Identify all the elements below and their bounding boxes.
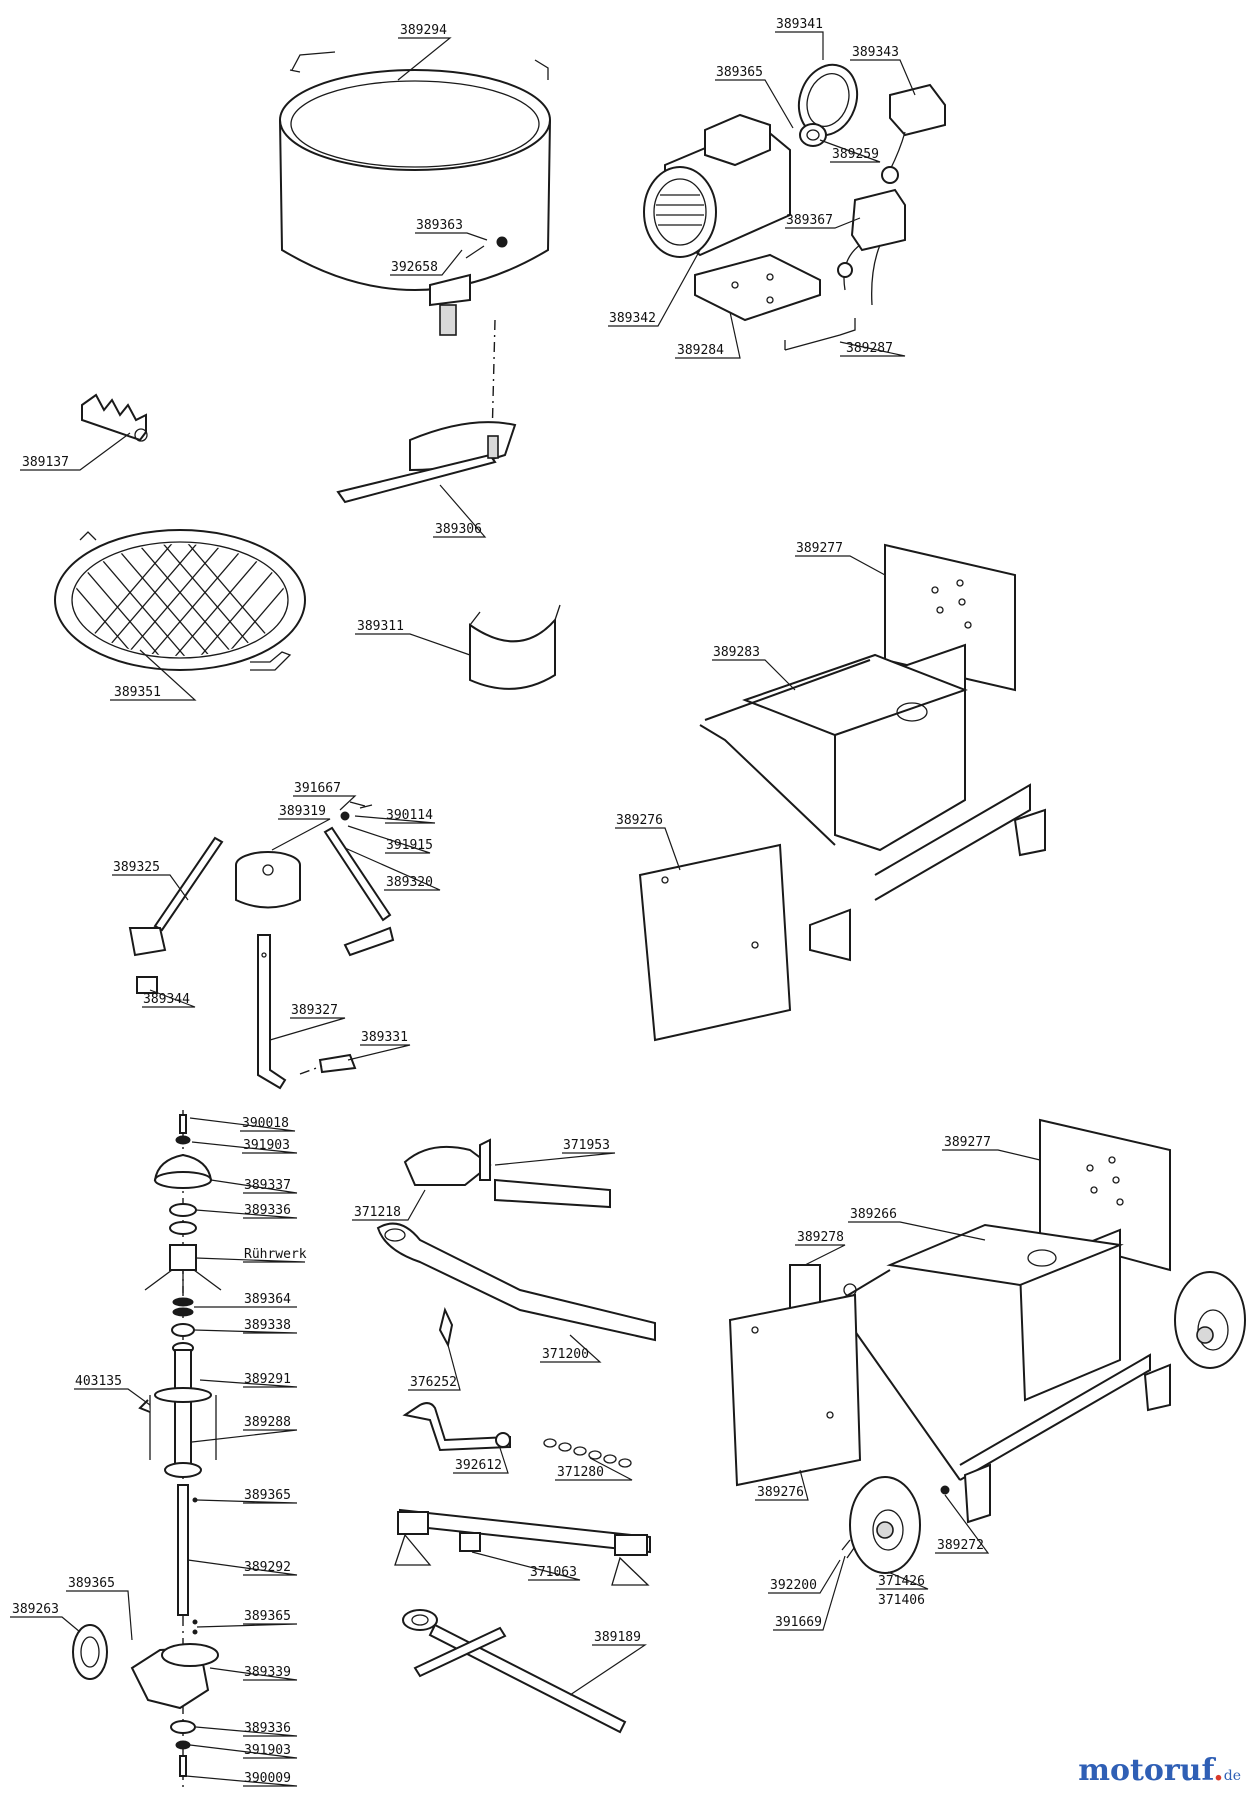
watermark-dot: . bbox=[1213, 1753, 1224, 1788]
part-label-389294: 389294 bbox=[400, 23, 447, 38]
part-label-389288: 389288 bbox=[244, 1415, 291, 1430]
part-label-403135: 403135 bbox=[75, 1374, 122, 1389]
part-label-371063: 371063 bbox=[530, 1565, 577, 1580]
part-label-389320: 389320 bbox=[386, 875, 433, 890]
part-label-391903: 391903 bbox=[244, 1743, 291, 1758]
part-label-389276: 389276 bbox=[616, 813, 663, 828]
part-label-389338: 389338 bbox=[244, 1318, 291, 1333]
part-label-389337: 389337 bbox=[244, 1178, 291, 1193]
frame-389283 bbox=[638, 543, 1046, 1042]
watermark-logo: motoruf.de bbox=[1078, 1753, 1241, 1788]
part-label-390018: 390018 bbox=[242, 1116, 289, 1131]
part-label-371406: 371406 bbox=[878, 1593, 925, 1608]
part-labels: 389294 389341 389343 389365 389259 38936… bbox=[12, 17, 991, 1786]
part-label-389365: 389365 bbox=[244, 1488, 291, 1503]
watermark-tld: de bbox=[1223, 1768, 1241, 1784]
part-label-389283: 389283 bbox=[713, 645, 760, 660]
drawbar-parts bbox=[376, 1138, 656, 1734]
part-label-389336: 389336 bbox=[244, 1721, 291, 1736]
part-label-389311: 389311 bbox=[357, 619, 404, 634]
part-label-392200: 392200 bbox=[770, 1578, 817, 1593]
part-label-389276: 389276 bbox=[757, 1485, 804, 1500]
watermark-brand: motoruf bbox=[1078, 1753, 1214, 1788]
part-label-389137: 389137 bbox=[22, 455, 69, 470]
part-label-371953: 371953 bbox=[563, 1138, 610, 1153]
part-label-389266: 389266 bbox=[850, 1207, 897, 1222]
part-label-391915: 391915 bbox=[386, 838, 433, 853]
drum-389294 bbox=[279, 51, 551, 336]
chassis-389266 bbox=[728, 1118, 1246, 1574]
part-label-389339: 389339 bbox=[244, 1665, 291, 1680]
part-label-389344: 389344 bbox=[143, 992, 190, 1007]
hook-389137 bbox=[81, 393, 148, 442]
part-label-371426: 371426 bbox=[878, 1574, 925, 1589]
part-label-390114: 390114 bbox=[386, 808, 433, 823]
leader-lines bbox=[10, 31, 1041, 1787]
guard-389311 bbox=[469, 604, 561, 690]
part-label-391903: 391903 bbox=[243, 1138, 290, 1153]
part-label-391667: 391667 bbox=[294, 781, 341, 796]
part-label-389272: 389272 bbox=[937, 1538, 984, 1553]
part-label-389284: 389284 bbox=[677, 343, 724, 358]
part-label-389365: 389365 bbox=[716, 65, 763, 80]
part-label-392658: 392658 bbox=[391, 260, 438, 275]
part-label-389367: 389367 bbox=[786, 213, 833, 228]
part-label-371218: 371218 bbox=[354, 1205, 401, 1220]
part-label-376252: 376252 bbox=[410, 1375, 457, 1390]
part-label-389364: 389364 bbox=[244, 1292, 291, 1307]
part-label-389263: 389263 bbox=[12, 1602, 59, 1617]
part-label-389306: 389306 bbox=[435, 522, 482, 537]
part-label-389319: 389319 bbox=[279, 804, 326, 819]
part-label-389365: 389365 bbox=[244, 1609, 291, 1624]
part-label-389336: 389336 bbox=[244, 1203, 291, 1218]
part-label-389292: 389292 bbox=[244, 1560, 291, 1575]
part-label-389351: 389351 bbox=[114, 685, 161, 700]
agitator-stack bbox=[72, 1110, 222, 1790]
part-label-ruehrwerk: Rührwerk bbox=[244, 1247, 307, 1262]
part-label-389189: 389189 bbox=[594, 1630, 641, 1645]
part-label-389277: 389277 bbox=[796, 541, 843, 556]
part-label-389342: 389342 bbox=[609, 311, 656, 326]
part-label-391669: 391669 bbox=[775, 1615, 822, 1630]
part-label-371280: 371280 bbox=[557, 1465, 604, 1480]
part-label-392612: 392612 bbox=[455, 1458, 502, 1473]
part-label-389325: 389325 bbox=[113, 860, 160, 875]
part-label-389291: 389291 bbox=[244, 1372, 291, 1387]
part-label-389259: 389259 bbox=[832, 147, 879, 162]
agitator-arms bbox=[128, 801, 395, 1090]
part-label-389341: 389341 bbox=[776, 17, 823, 32]
part-label-389331: 389331 bbox=[361, 1030, 408, 1045]
grid-389351 bbox=[54, 529, 306, 671]
part-label-389365: 389365 bbox=[68, 1576, 115, 1591]
part-label-389277: 389277 bbox=[944, 1135, 991, 1150]
motor-assembly bbox=[643, 63, 946, 351]
part-label-389363: 389363 bbox=[416, 218, 463, 233]
part-label-389327: 389327 bbox=[291, 1003, 338, 1018]
blade-389306 bbox=[336, 421, 517, 504]
part-label-371200: 371200 bbox=[542, 1347, 589, 1362]
part-label-389287: 389287 bbox=[846, 341, 893, 356]
part-label-390009: 390009 bbox=[244, 1771, 291, 1786]
part-label-389343: 389343 bbox=[852, 45, 899, 60]
part-label-389278: 389278 bbox=[797, 1230, 844, 1245]
